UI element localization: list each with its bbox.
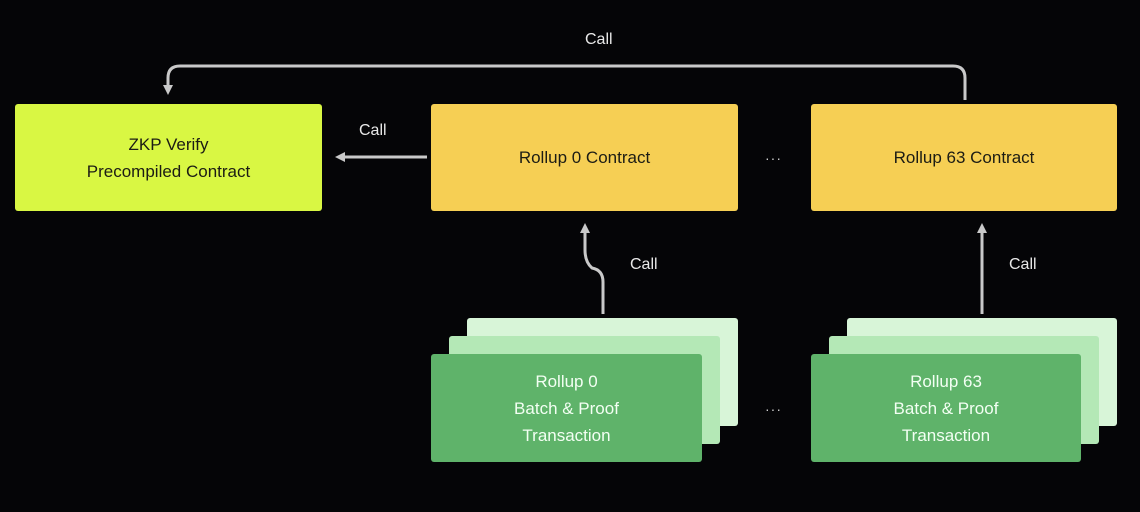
call-label-zkp: Call bbox=[359, 122, 387, 139]
rollup-63-batch-proof-transaction: Rollup 63 Batch & Proof Transaction bbox=[811, 354, 1081, 462]
zkp-verify-precompiled-contract: ZKP Verify Precompiled Contract bbox=[15, 104, 322, 211]
call-label-rollup63: Call bbox=[1009, 256, 1037, 273]
call-label-top: Call bbox=[585, 31, 613, 48]
rollup-0-tx-line2: Batch & Proof bbox=[514, 398, 619, 418]
contracts-ellipsis: ··· bbox=[765, 150, 782, 166]
rollup-0-contract-label: Rollup 0 Contract bbox=[518, 148, 651, 167]
zkp-title: ZKP Verify bbox=[128, 134, 209, 154]
rollup-0-tx-line3: Transaction bbox=[522, 425, 611, 445]
rollup-0-contract: Rollup 0 Contract bbox=[431, 104, 738, 211]
rollup-63-tx-line3: Transaction bbox=[901, 425, 991, 445]
rollup-0-batch-proof-transaction: Rollup 0 Batch & Proof Transaction bbox=[431, 354, 702, 462]
rollup-63-contract-label: Rollup 63 Contract bbox=[893, 148, 1035, 167]
rollup-63-tx-line2: Batch & Proof bbox=[893, 398, 999, 418]
rollup-63-contract: Rollup 63 Contract bbox=[811, 104, 1117, 211]
arrow-tx0-to-rollup0 bbox=[580, 223, 605, 314]
rollup-0-tx-line1: Rollup 0 bbox=[535, 371, 598, 391]
rollup-63-tx-line1: Rollup 63 bbox=[910, 371, 982, 391]
arrow-rollup63-to-zkp bbox=[163, 64, 967, 100]
zkp-subtitle: Precompiled Contract bbox=[86, 161, 251, 181]
call-label-rollup0: Call bbox=[630, 256, 658, 273]
transactions-ellipsis: ··· bbox=[765, 401, 782, 417]
